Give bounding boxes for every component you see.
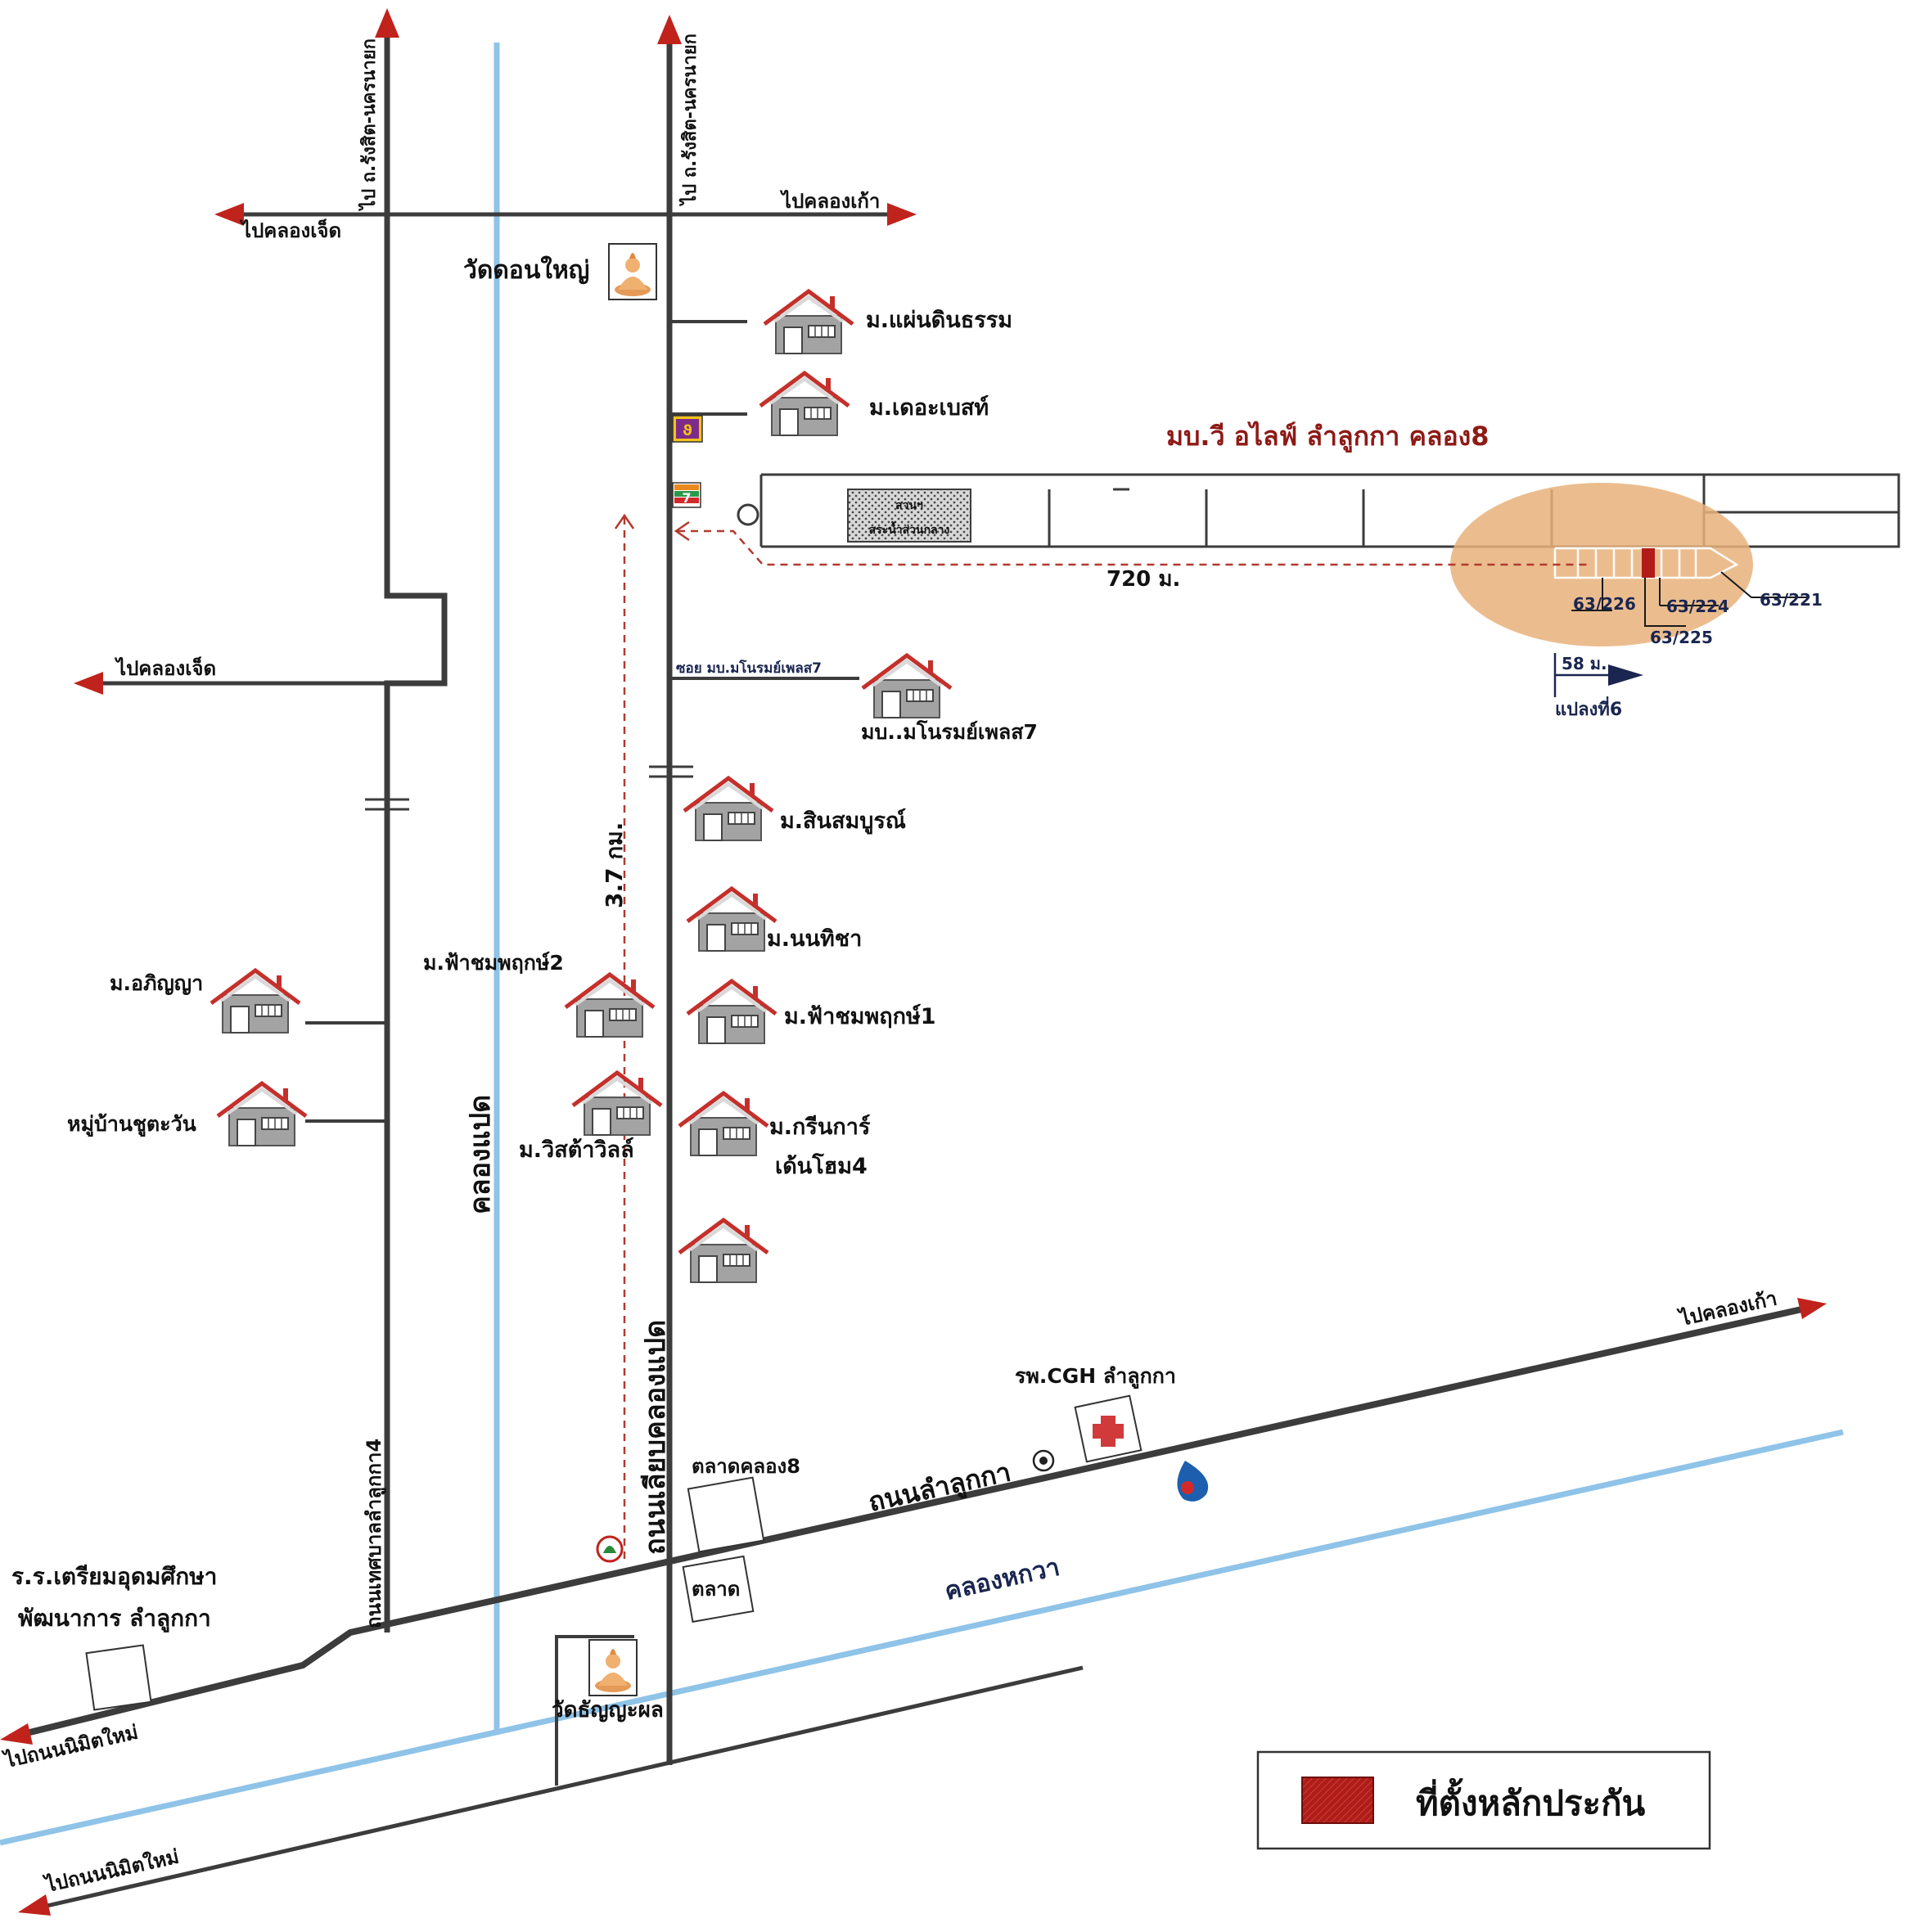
label-east-upper: ไปคลองเก้า: [779, 189, 880, 213]
park-label-1: สวนฯ: [895, 499, 923, 512]
plot-63-226: 63/226: [1573, 594, 1636, 614]
hospital-cross-icon: [1093, 1416, 1124, 1447]
arrow-north-right: [657, 15, 682, 44]
arrow-east-upper: [887, 203, 917, 226]
arrow-east-lower: [1797, 1298, 1827, 1319]
distance-arrowheads: [614, 513, 690, 542]
label-village-9: หมู่บ้านชูตะวัน: [67, 1112, 196, 1137]
park-label-2: สระน้ำส่วนกลาง: [869, 520, 950, 537]
house-icon: [760, 373, 849, 435]
label-market: ตลาด: [692, 1578, 740, 1601]
plot-highlight: [1450, 483, 1753, 646]
label-school-2: พัฒนาการ ลำลูกกา: [18, 1605, 211, 1633]
distance-horizontal-label: 720 ม.: [1106, 567, 1180, 592]
house-icon: [687, 981, 776, 1043]
estate-layout: สวนฯ สระน้ำส่วนกลาง: [737, 473, 1900, 646]
distance-plot-label: 58 ม.: [1562, 654, 1607, 673]
label-soi: ซอย มบ.มโนรมย์เพลส7: [676, 660, 822, 677]
label-canal-vertical: คลองแปด: [464, 1095, 497, 1214]
canal-diagonal-khlong-hok-wa: [0, 1429, 1844, 1846]
roads: [9, 23, 1899, 1912]
green-logo-icon: [596, 1535, 624, 1563]
fuel-station-icon: [1177, 1461, 1209, 1502]
house-icon: [764, 291, 853, 354]
canals: [0, 43, 1844, 1846]
label-village-8: ม.อภิญญา: [110, 971, 203, 995]
plot-row: [1553, 547, 1739, 579]
label-village-4: ม.สินสมบูรณ์: [780, 808, 906, 835]
park-area: [847, 489, 971, 543]
svg-text:ϑ: ϑ: [683, 422, 692, 439]
house-icon: [566, 975, 654, 1037]
label-north-left: ไป ถ.รังสิต-นครนายก: [358, 38, 380, 211]
temple-top-icon: [608, 243, 657, 300]
plot-63-225: 63/225: [1650, 628, 1713, 647]
label-west-middle: ไปคลองเจ็ด: [114, 656, 216, 680]
label-temple-top: วัดดอนใหญ่: [463, 255, 589, 285]
road-left-vertical: [384, 23, 448, 1633]
label-village-10: ม.วิสต้าวิลล์: [519, 1137, 634, 1163]
house-icon: [679, 1093, 768, 1155]
legend-label: ที่ตั้งหลักประกัน: [1416, 1777, 1646, 1823]
house-icon: [573, 1073, 661, 1135]
label-village-11a: ม.กรีนการ์: [769, 1114, 871, 1140]
legend: ที่ตั้งหลักประกัน: [1256, 1750, 1711, 1850]
label-road-diagonal: ถนนลำลูกกา: [866, 1456, 1014, 1519]
arrow-west-lower: [0, 1723, 33, 1745]
label-road-main-vertical: ถนนเลียบคลองแปด: [639, 1320, 672, 1555]
road-break-marks: [365, 765, 693, 811]
label-road-left-vertical: ถนนเทศบาลลำลูกกา4: [363, 1439, 386, 1628]
convenience-store-icon: 7: [672, 482, 701, 508]
legend-collateral-swatch: [1301, 1777, 1374, 1824]
temple-bottom-icon: [588, 1639, 638, 1696]
label-school-1: ร.ร.เตรียมอุดมศึกษา: [11, 1563, 217, 1591]
label-village-3: มบ..มโนรมย์เพลส7: [861, 719, 1038, 744]
school-box: [85, 1644, 152, 1711]
estate-title: มบ.วี อไลฟ์ ลำลูกกา คลอง8: [1166, 421, 1490, 453]
label-market-8: ตลาดคลอง8: [692, 1455, 800, 1478]
label-village-5: ม.นนทิชา: [767, 926, 862, 952]
label-village-11b: เด้นโฮม4: [775, 1152, 868, 1179]
arrow-west-upper: [214, 203, 244, 226]
distance-markers: [623, 517, 1588, 1563]
gas-station-icon: ϑ: [672, 415, 703, 443]
label-village-7: ม.ฟ้าชมพฤกษ์2: [423, 951, 564, 975]
house-icon: [863, 655, 951, 718]
arrow-north-left: [375, 8, 399, 38]
label-north-right: ไป ถ.รังสิต-นครนายก: [678, 34, 701, 206]
market-8-box: [687, 1476, 765, 1553]
label-temple-bottom: วัดธัญญะผล: [552, 1698, 664, 1723]
plot-width-arrow: [1553, 653, 1643, 697]
label-west-upper: ไปคลองเจ็ด: [239, 218, 341, 242]
bank-icon: [1032, 1449, 1055, 1472]
arrow-west-middle: [74, 672, 103, 695]
road-diagonal-lamlukka: [9, 1304, 1814, 1741]
house-icon: [218, 1083, 306, 1146]
house-icon: [684, 778, 773, 840]
label-canal-diagonal: คลองหกวา: [942, 1553, 1062, 1606]
plot-63-224: 63/224: [1666, 597, 1729, 616]
house-icon: [687, 889, 776, 951]
collateral-plot: [1642, 548, 1655, 578]
distance-vertical-label: 3.7 กม.: [601, 822, 628, 908]
market-box: [682, 1555, 755, 1624]
plot-63-221: 63/221: [1760, 590, 1823, 610]
svg-text:7: 7: [682, 490, 691, 506]
label-village-6: ม.ฟ้าชมพฤกษ์1: [784, 1003, 936, 1029]
label-village-2: ม.เดอะเบสท์: [869, 394, 989, 421]
label-village-1: ม.แผ่นดินธรรม: [866, 308, 1012, 333]
arrow-west-bottom: [18, 1894, 51, 1916]
house-icon: [211, 971, 300, 1033]
plot-number-label: แปลงที่6: [1555, 696, 1622, 720]
direction-arrows: [0, 8, 1827, 1916]
house-icon: [679, 1220, 768, 1282]
label-hospital: รพ.CGH ลำลูกกา: [1015, 1364, 1176, 1389]
